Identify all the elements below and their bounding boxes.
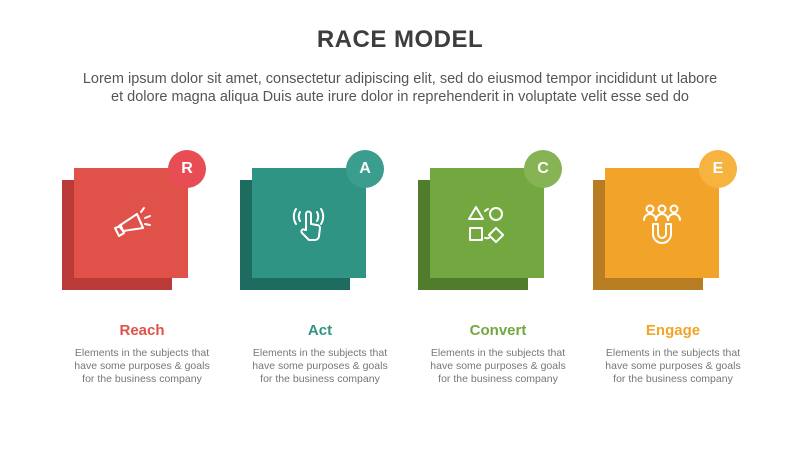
desc-line: have some purposes & goals [430, 360, 566, 372]
touch-icon [285, 200, 333, 248]
step-card-convert: C Convert Elements in the subjects that … [418, 150, 588, 410]
subtitle-line-1: Lorem ipsum dolor sit amet, consectetur … [82, 71, 718, 87]
step-description: Elements in the subjects that have some … [398, 347, 598, 386]
step-card-engage: E Engage Elements in the subjects that h… [593, 150, 763, 410]
desc-line: Elements in the subjects that [252, 347, 388, 359]
card-box [605, 168, 719, 278]
step-description: Elements in the subjects that have some … [42, 347, 242, 386]
subtitle-line-2: et dolore magna aliqua Duis aute irure d… [111, 89, 689, 105]
people-magnet-icon [638, 200, 686, 248]
desc-line: have some purposes & goals [252, 360, 388, 372]
step-badge: C [524, 150, 562, 188]
step-label: Engage [645, 322, 701, 339]
step-label: Act [307, 322, 333, 339]
desc-line: for the business company [82, 373, 202, 385]
card-box [430, 168, 544, 278]
card-box [252, 168, 366, 278]
step-badge: A [346, 150, 384, 188]
step-badge: R [168, 150, 206, 188]
page-subtitle: Lorem ipsum dolor sit amet, consectetur … [20, 70, 780, 106]
desc-line: have some purposes & goals [74, 360, 210, 372]
desc-line: for the business company [438, 373, 558, 385]
desc-line: Elements in the subjects that [605, 347, 741, 359]
desc-line: for the business company [260, 373, 380, 385]
step-card-reach: R Reach Elements in the subjects that ha… [62, 150, 232, 410]
shapes-convert-icon [463, 200, 511, 248]
desc-line: for the business company [613, 373, 733, 385]
desc-line: Elements in the subjects that [430, 347, 566, 359]
desc-line: have some purposes & goals [605, 360, 741, 372]
step-label: Reach [119, 322, 165, 339]
desc-line: Elements in the subjects that [74, 347, 210, 359]
card-box [74, 168, 188, 278]
page-title: RACE MODEL [316, 26, 484, 53]
megaphone-icon [107, 200, 155, 248]
step-description: Elements in the subjects that have some … [573, 347, 773, 386]
step-card-act: A Act Elements in the subjects that have… [240, 150, 410, 410]
step-badge: E [699, 150, 737, 188]
step-description: Elements in the subjects that have some … [220, 347, 420, 386]
step-label: Convert [469, 322, 527, 339]
